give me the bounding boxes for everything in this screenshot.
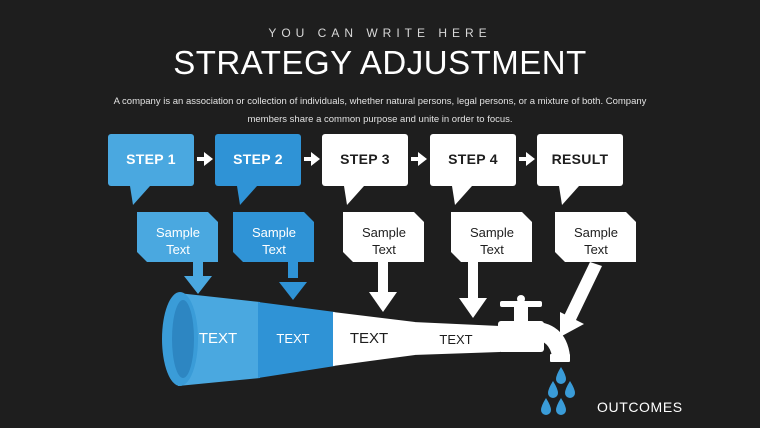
- sample-box-5: [555, 212, 636, 262]
- outcomes-label: OUTCOMES: [597, 399, 683, 415]
- water-drop-icon: [541, 367, 575, 415]
- step-box-1: [108, 134, 194, 205]
- step-label-4: STEP 4: [448, 151, 498, 167]
- step-label-3: STEP 3: [340, 151, 390, 167]
- arrow-right-icon: [197, 152, 213, 166]
- sample-box-1: [137, 212, 218, 262]
- arrow-right-icon: [519, 152, 535, 166]
- pipe-segment-3: [333, 312, 415, 366]
- step-box-4: [430, 134, 516, 205]
- pipe-segment-2: [258, 302, 335, 378]
- funnel-pipe: [162, 292, 500, 386]
- step-label-2: STEP 2: [233, 151, 283, 167]
- sample-box-2: [233, 212, 314, 262]
- faucet-icon: [498, 295, 570, 362]
- pipe-text-1: TEXT: [198, 330, 238, 347]
- arrow-right-icon: [411, 152, 427, 166]
- arrow-down-icon: [279, 262, 307, 300]
- slide-title: STRATEGY ADJUSTMENT: [173, 44, 587, 81]
- arrow-right-icon: [304, 152, 320, 166]
- sample-box-3: [343, 212, 424, 262]
- step-box-3: [322, 134, 408, 205]
- arrow-down-icon: [369, 262, 397, 312]
- pipe-text-4: TEXT: [439, 332, 473, 347]
- sample-box-4: [451, 212, 532, 262]
- pipe-text-2: TEXT: [276, 331, 310, 346]
- slide-subtitle: YOU CAN WRITE HERE: [268, 26, 492, 40]
- arrow-down-icon: [560, 262, 602, 337]
- arrow-down-icon: [184, 262, 212, 294]
- pipe-segment-1: [178, 293, 260, 386]
- pipe-segment-4: [413, 322, 500, 355]
- step-label-result: RESULT: [551, 151, 609, 167]
- pipe-text-3: TEXT: [349, 330, 389, 347]
- slide-description: A company is an association or collectio…: [113, 96, 647, 125]
- arrow-down-icon: [459, 262, 487, 318]
- step-box-result: [537, 134, 623, 205]
- step-label-1: STEP 1: [126, 151, 176, 167]
- step-box-2: [215, 134, 301, 205]
